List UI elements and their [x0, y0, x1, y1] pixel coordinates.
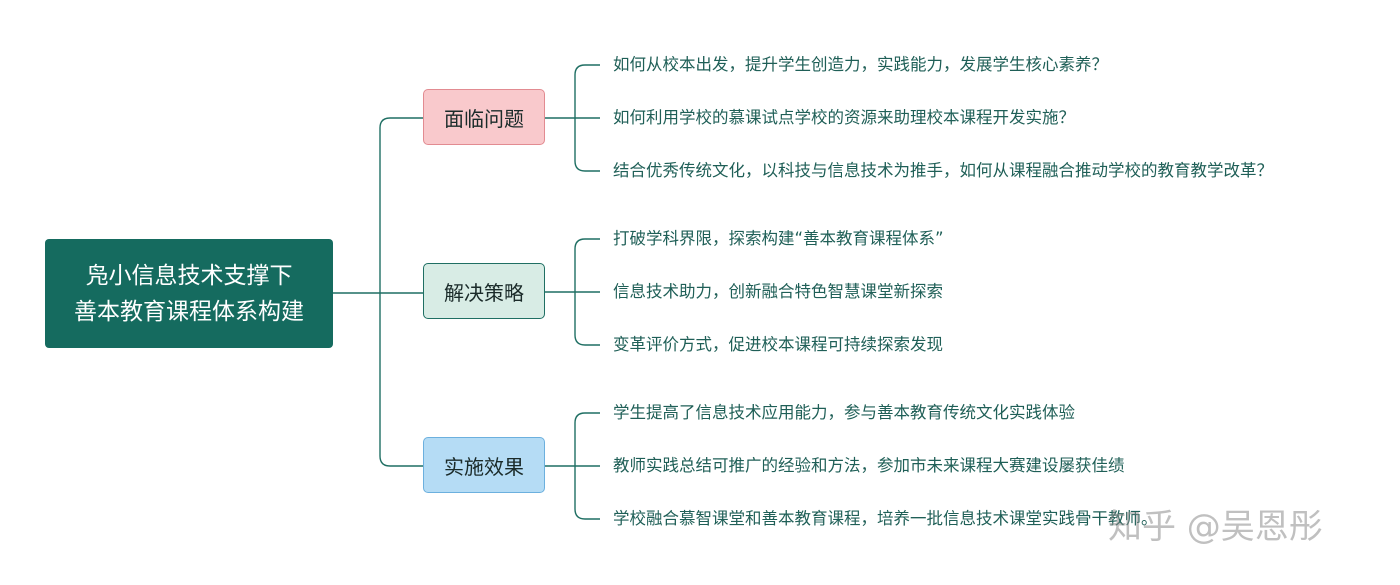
branch-strategies-label: 解决策略	[444, 280, 524, 305]
connector-root-to-effects	[379, 293, 423, 467]
connector-strategies-leaf-3	[574, 292, 600, 346]
leaf-effect-2[interactable]: 教师实践总结可推广的经验和方法，参加市未来课程大赛建设屡获佳绩	[613, 456, 1125, 475]
connector-problems-leaf-1	[574, 64, 600, 118]
root-topic-line-2: 善本教育课程体系构建	[74, 298, 304, 325]
leaf-problem-3[interactable]: 结合优秀传统文化，以科技与信息技术为推手，如何从课程融合推动学校的教育教学改革？	[613, 161, 1273, 180]
branch-strategies[interactable]: 解决策略	[423, 263, 545, 319]
root-topic[interactable]: 凫小信息技术支撑下 善本教育课程体系构建	[45, 239, 333, 348]
branch-problems-label: 面临问题	[444, 106, 524, 131]
branch-problems[interactable]: 面临问题	[423, 89, 545, 145]
branch-effects-label: 实施效果	[444, 454, 524, 479]
connector-problems-leaf-3	[574, 118, 600, 172]
leaf-strategy-3[interactable]: 变革评价方式，促进校本课程可持续探索发现	[613, 335, 943, 354]
connector-effects-leaf-1	[574, 412, 600, 466]
root-topic-line-1: 凫小信息技术支撑下	[85, 262, 293, 289]
leaf-problem-1[interactable]: 如何从校本出发，提升学生创造力，实践能力，发展学生核心素养？	[613, 55, 1108, 74]
connector-root-to-problems	[379, 117, 423, 293]
leaf-effect-1[interactable]: 学生提高了信息技术应用能力，参与善本教育传统文化实践体验	[613, 403, 1075, 422]
branch-effects[interactable]: 实施效果	[423, 437, 545, 493]
leaf-strategy-2[interactable]: 信息技术助力，创新融合特色智慧课堂新探索	[613, 282, 943, 301]
leaf-effect-3[interactable]: 学校融合慕智课堂和善本教育课程，培养一批信息技术课堂实践骨干教师。	[613, 509, 1158, 528]
connector-effects-leaf-3	[574, 466, 600, 520]
watermark: 知乎 @吴恩彤	[1108, 507, 1323, 547]
connector-strategies-leaf-1	[574, 238, 600, 292]
leaf-problem-2[interactable]: 如何利用学校的慕课试点学校的资源来助理校本课程开发实施？	[613, 108, 1075, 127]
leaf-strategy-1[interactable]: 打破学科界限，探索构建“善本教育课程体系”	[613, 229, 944, 248]
